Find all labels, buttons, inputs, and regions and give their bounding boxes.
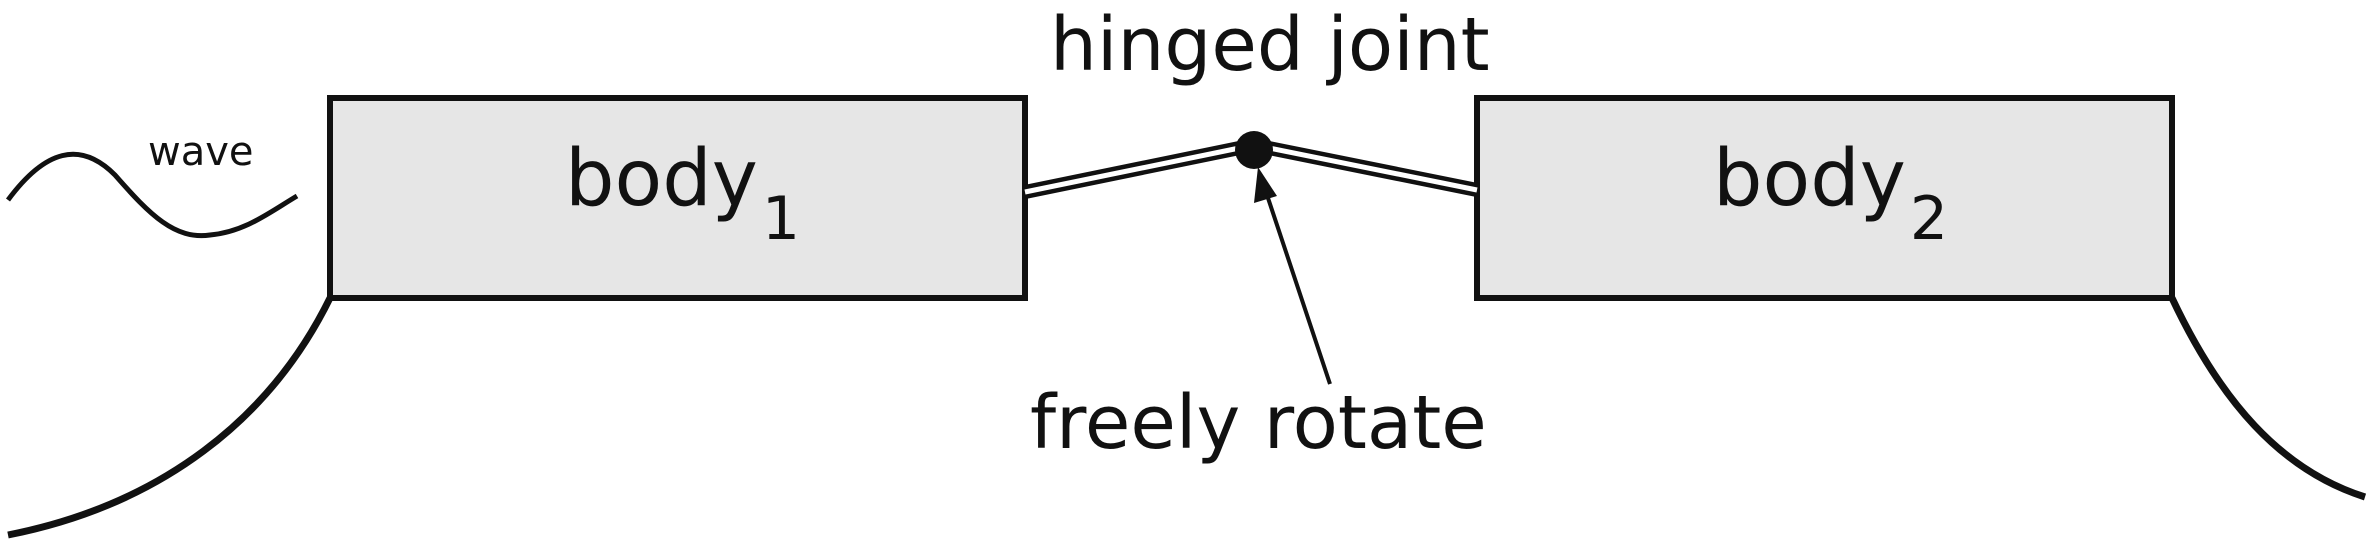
body-1-label: body1 xyxy=(565,140,800,249)
wave-label: wave xyxy=(148,129,254,175)
right-seabed-curve xyxy=(2168,296,2367,501)
hinge-joint xyxy=(1235,131,1273,169)
body-2-box xyxy=(1474,95,2175,301)
body-2-subscript: 2 xyxy=(1909,184,1949,254)
rotate-arrow-shaft xyxy=(1264,191,1332,385)
body-1-box xyxy=(327,95,1028,301)
hinged-joint-label: hinged joint xyxy=(1050,2,1490,88)
left-link xyxy=(1023,138,1256,199)
freely-rotate-label: freely rotate xyxy=(1030,380,1487,466)
left-seabed-curve xyxy=(7,296,334,539)
rotate-arrow-head xyxy=(1254,167,1277,203)
body-1-name: body xyxy=(565,134,758,224)
body-2-label: body2 xyxy=(1713,140,1948,249)
body-2-name: body xyxy=(1713,134,1906,224)
wave-curve xyxy=(5,151,299,239)
body-1-subscript: 1 xyxy=(761,184,801,254)
right-link xyxy=(1252,138,1479,197)
